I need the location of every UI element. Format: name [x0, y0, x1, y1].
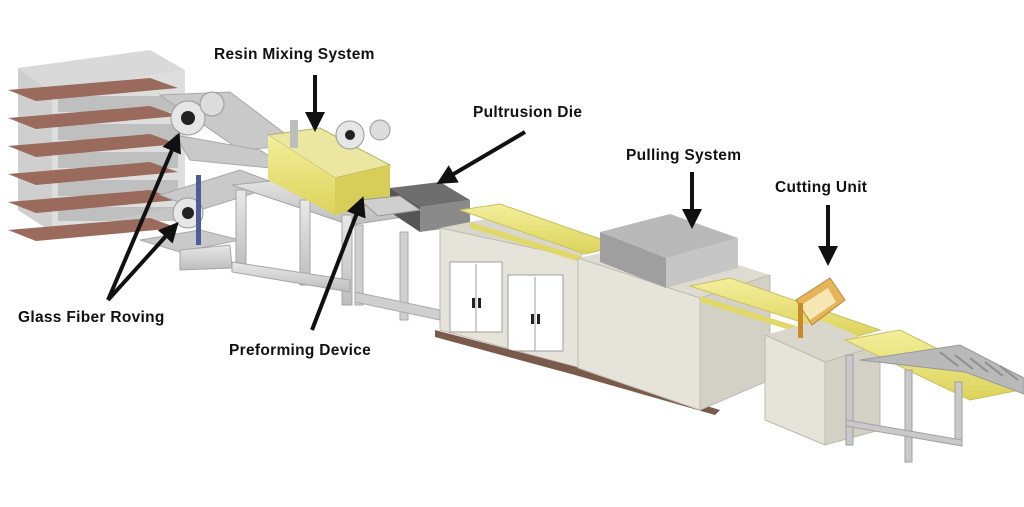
annotation-arrows [106, 75, 838, 331]
label-glass-fiber-roving: Glass Fiber Roving [18, 309, 165, 326]
arrow-roving-top [106, 132, 181, 301]
base-frame [354, 224, 441, 321]
output-conveyor [843, 329, 1024, 463]
label-pultrusion-die: Pultrusion Die [473, 104, 583, 121]
roller-top [170, 91, 225, 136]
label-preforming-device: Preforming Device [229, 342, 372, 359]
arrow-preforming [310, 196, 366, 331]
arrow-pultrusion-die [436, 130, 527, 185]
heater-cabinet [435, 212, 720, 415]
roller-bottom [172, 197, 204, 229]
label-cutting-unit: Cutting Unit [775, 179, 868, 196]
label-pulling-system: Pulling System [626, 147, 742, 164]
impregnation-rollers [290, 119, 391, 150]
pultrusion-die [358, 182, 470, 232]
pulling-system [577, 214, 771, 411]
arrow-roving-bottom [106, 222, 179, 302]
guide-post [196, 175, 201, 245]
creel-rack [8, 50, 185, 241]
label-resin-mixing-system: Resin Mixing System [214, 46, 375, 63]
